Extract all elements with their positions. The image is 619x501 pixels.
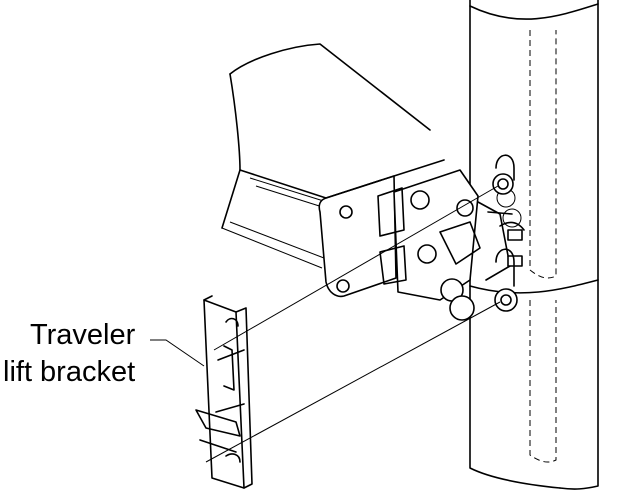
- jamb-post: [469, 0, 599, 490]
- callout-label-line2: lift bracket: [3, 356, 136, 388]
- alignment-lines: [205, 185, 501, 463]
- callout-label-line1: Traveler: [30, 319, 136, 351]
- traveler-lift-bracket: [195, 295, 253, 489]
- jamb-pins: [492, 154, 518, 312]
- header-rail: [221, 43, 445, 298]
- callout-leader: [150, 339, 205, 367]
- lock-mechanism: [377, 169, 525, 321]
